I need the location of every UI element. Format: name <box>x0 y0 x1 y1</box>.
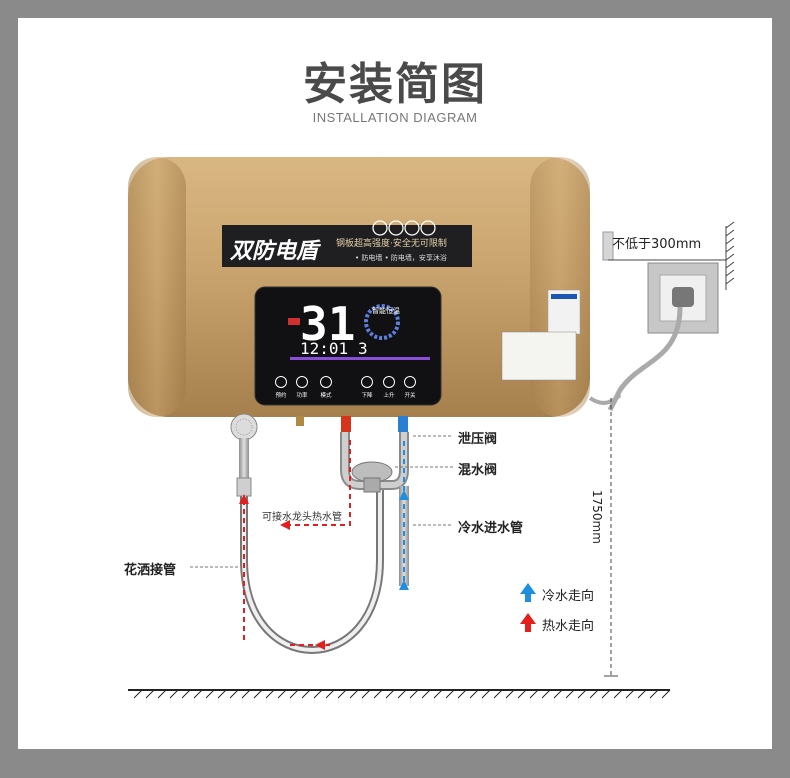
panel-button-label: 上升 <box>383 391 395 399</box>
panel-buttons: 预约 功率 模式 下降 上升 开关 <box>275 376 416 399</box>
legend-hot-label: 热水走向 <box>542 619 595 634</box>
mixing-valve <box>340 432 409 493</box>
panel-button-label: 模式 <box>320 391 332 399</box>
display-dial-icon <box>364 304 400 340</box>
panel-button-label: 功率 <box>296 391 308 399</box>
panel-button-icon <box>383 376 395 388</box>
label-relief-valve: 泄压阀 <box>458 432 498 447</box>
label-cold-inlet: 冷水进水管 <box>458 521 524 536</box>
label-mixing-valve: 混水阀 <box>458 463 498 478</box>
label-faucet-note: 可接水龙头热水管 <box>262 512 342 523</box>
label-shower-hose: 花洒接管 <box>124 563 177 578</box>
label-socket-height: 不低于300mm <box>612 237 702 252</box>
display-extra: 3 <box>358 339 368 358</box>
page-title: 安装简图 <box>303 59 487 110</box>
slogan-sub-text: • 防电墙 • 防电墙，安享沐浴 <box>355 253 447 262</box>
slogan-text: 钢板超高强度·安全无可限制 <box>336 237 447 249</box>
feature-icons <box>372 220 436 236</box>
legend-cold-icon <box>520 583 536 602</box>
label-height: 1750mm <box>590 490 604 544</box>
display-tag: 智能恒温 <box>372 306 400 315</box>
panel-button-label: 开关 <box>404 391 416 399</box>
display-temperature: 31 <box>300 297 355 351</box>
display-bar <box>290 357 430 360</box>
brand-panel-text: 双防电盾 <box>229 239 322 264</box>
panel-button-icon <box>320 376 332 388</box>
water-heater: 双防电盾 钢板超高强度·安全无可限制 • 防电墙 • 防电墙，安享沐浴 31 智… <box>128 157 590 417</box>
panel-button-icon <box>404 376 416 388</box>
page-subtitle: INSTALLATION DIAGRAM <box>312 110 478 125</box>
panel-button-icon <box>296 376 308 388</box>
panel-button-icon <box>275 376 287 388</box>
legend-hot-icon <box>520 613 536 632</box>
control-panel <box>254 286 442 406</box>
shower-head <box>230 413 258 497</box>
legend-cold-label: 冷水走向 <box>542 589 595 604</box>
spec-label <box>501 331 577 381</box>
panel-button-label: 下降 <box>361 391 373 399</box>
panel-button-icon <box>361 376 373 388</box>
panel-button-label: 预约 <box>275 391 287 399</box>
wall-socket <box>588 262 719 412</box>
display-time: 12:01 <box>300 339 348 358</box>
brand-panel <box>222 225 472 267</box>
